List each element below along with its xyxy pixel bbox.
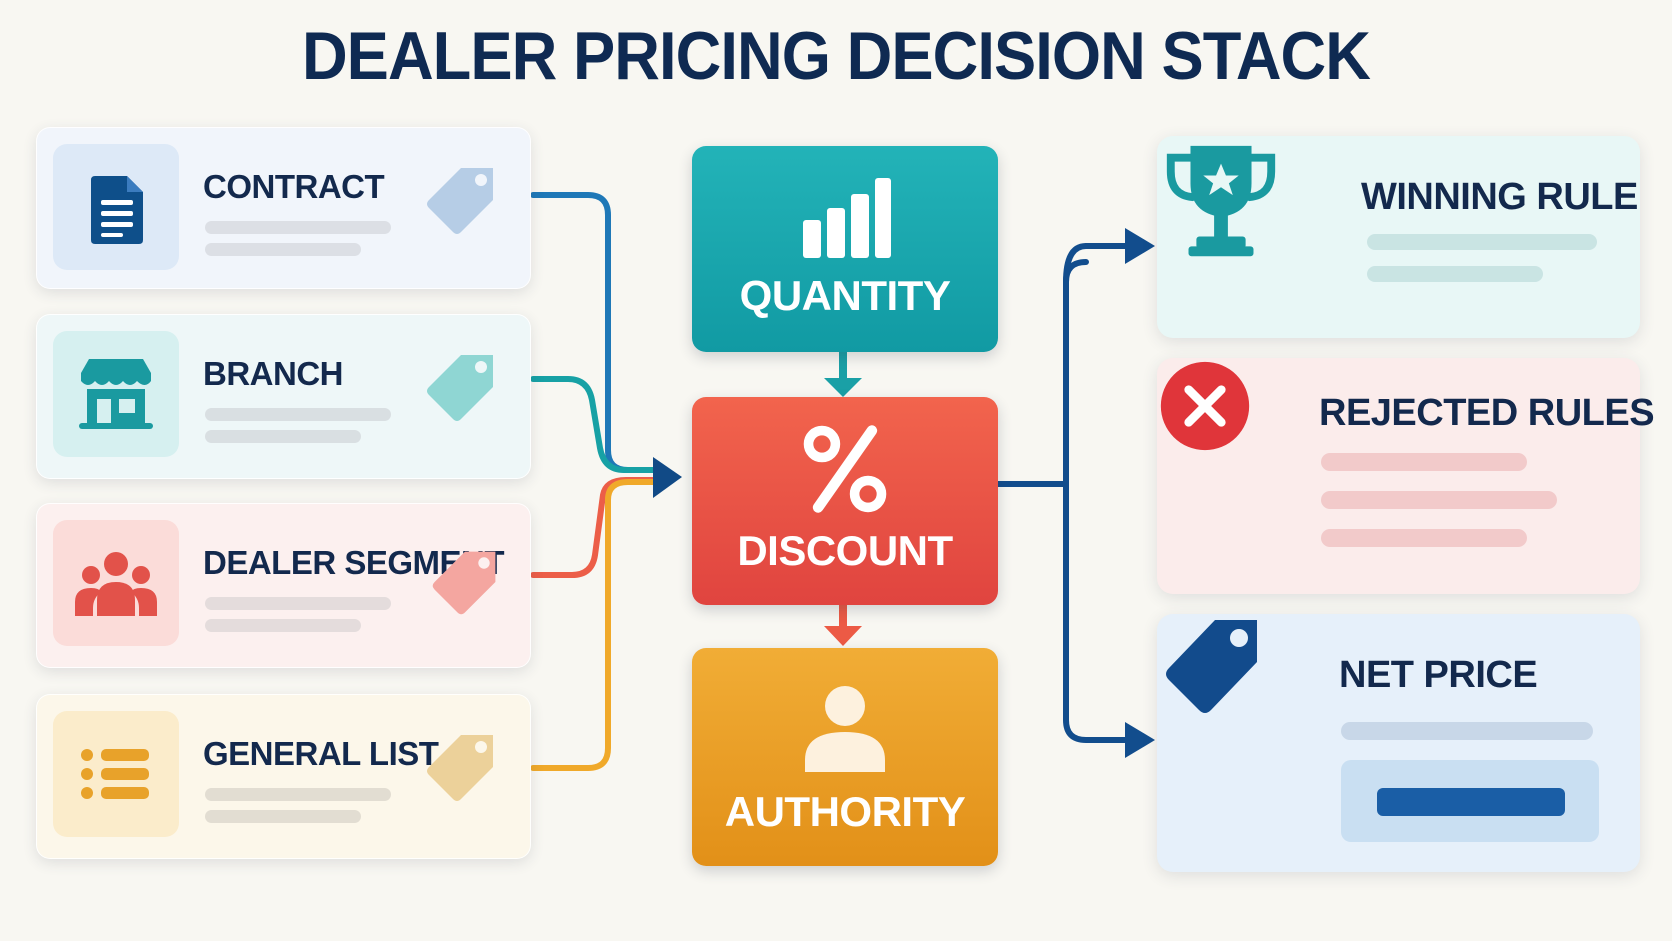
outcome-label: WINNING RULE [1361,176,1638,218]
outcome-connector [995,243,1131,743]
branch-connector [530,376,658,473]
source-label: GENERAL LIST [203,735,439,772]
outcome-label: REJECTED RULES [1319,392,1655,434]
stack-step-authority[interactable]: AUTHORITY [692,648,998,866]
source-card-dealer-segment[interactable]: DEALER SEGMENT [36,503,531,668]
outcome-card-net-price[interactable]: NET PRICE [1157,614,1640,872]
list-icon [53,711,179,837]
quantity-to-discount-arrow [824,378,862,397]
tag-icon [427,355,493,421]
general-list-connector [530,479,658,771]
percent-icon [803,425,887,513]
winning-rule-arrowhead [1125,228,1155,264]
merge-arrowhead [653,457,682,498]
net-price-value-box [1341,760,1599,842]
source-label: CONTRACT [203,168,385,205]
source-label: BRANCH [203,355,344,392]
net-price-value-bar [1377,788,1565,816]
people-icon [53,520,179,646]
stack-step-discount[interactable]: DISCOUNT [692,397,998,605]
page-title: DEALER PRICING DECISION STACK [301,18,1371,94]
stack-step-quantity[interactable]: QUANTITY [692,146,998,352]
person-icon [805,686,885,772]
stack-step-label: DISCOUNT [737,527,953,574]
discount-to-authority-arrow [824,626,862,646]
price-tag-icon [1166,620,1257,713]
stack-step-label: AUTHORITY [724,788,966,835]
source-card-branch[interactable]: BRANCH [36,314,531,479]
outcome-card-rejected-rules[interactable]: REJECTED RULES [1157,358,1655,594]
tag-icon [427,735,493,801]
net-price-arrowhead [1125,722,1155,758]
source-card-general-list[interactable]: GENERAL LIST [36,694,531,859]
tag-icon [432,551,496,615]
bar-chart-icon [803,178,891,258]
stack-step-label: QUANTITY [739,272,951,319]
trophy-icon [1166,145,1276,257]
outcome-card-winning-rule[interactable]: WINNING RULE [1157,136,1640,338]
outcome-label: NET PRICE [1339,654,1538,696]
tag-icon [427,168,493,234]
source-card-contract[interactable]: CONTRACT [36,127,531,289]
storefront-icon [53,331,179,457]
document-icon [53,144,179,270]
segment-connector [530,477,658,578]
x-circle-icon [1160,361,1250,451]
